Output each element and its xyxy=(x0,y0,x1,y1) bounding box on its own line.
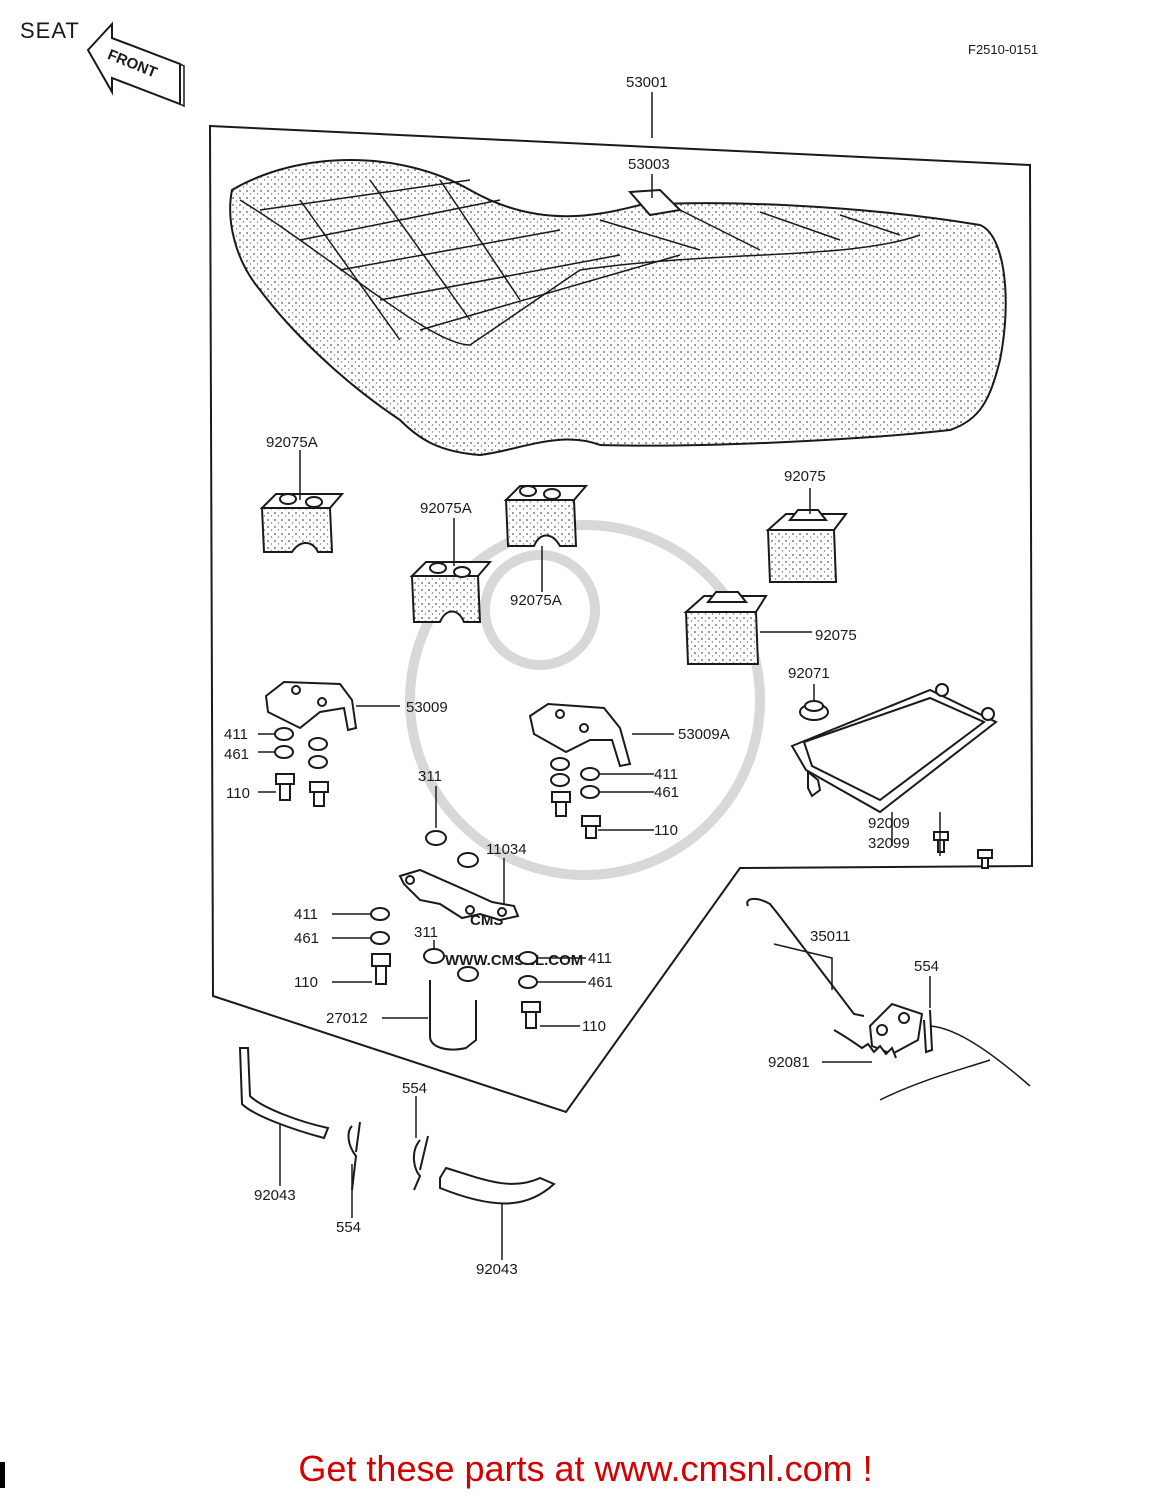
callout-110-lower-right: 110 xyxy=(582,1018,606,1035)
callout-411-mid: 411 xyxy=(654,766,678,783)
rod-lower xyxy=(439,1166,556,1205)
hardware-lower xyxy=(370,907,541,1029)
bracket-lower xyxy=(398,868,520,922)
pin-lower-mid xyxy=(413,1135,429,1191)
callout-110-lower-left: 110 xyxy=(294,974,318,991)
leader-lines xyxy=(258,92,941,1260)
watermark: CMS WWW.CMSNL.COM xyxy=(405,520,765,969)
hardware-left xyxy=(274,727,329,807)
corner-mark xyxy=(0,1462,5,1488)
rod-left xyxy=(238,1047,330,1140)
callout-411-lower-right: 411 xyxy=(588,950,612,967)
seat-assembly xyxy=(229,159,1007,457)
callout-461-mid: 461 xyxy=(654,784,679,801)
callout-92009: 92009 xyxy=(868,815,910,832)
callout-461-lower-left: 461 xyxy=(294,930,319,947)
spring xyxy=(833,1029,897,1059)
diagram-title: SEAT xyxy=(20,18,80,43)
callout-92075a-mid-lower: 92075A xyxy=(420,500,472,517)
callout-92075-lower: 92075 xyxy=(815,627,857,644)
callout-92071: 92071 xyxy=(788,665,830,682)
callout-92075a-mid-upper: 92075A xyxy=(510,592,562,609)
bracket-left xyxy=(264,680,358,732)
damper-a-mid-upper xyxy=(503,485,589,547)
callout-53009a: 53009A xyxy=(678,726,730,743)
hinge-rod xyxy=(746,898,865,1017)
cmsnl-parts-link[interactable]: Get these parts at www.cmsnl.com ! xyxy=(298,1448,873,1489)
callout-35011: 35011 xyxy=(810,928,851,945)
front-arrow-icon: FRONT xyxy=(86,21,185,108)
callout-53001: 53001 xyxy=(626,74,668,91)
callout-461-left: 461 xyxy=(224,746,249,763)
callout-92043-left: 92043 xyxy=(254,1187,296,1204)
callout-110-left: 110 xyxy=(226,785,250,802)
pin-lower-left xyxy=(347,1121,361,1191)
u-bolt xyxy=(429,980,477,1051)
callout-311-upper: 311 xyxy=(418,768,442,785)
bracket-mid xyxy=(528,702,632,768)
callout-53003: 53003 xyxy=(628,156,670,173)
hinge-block xyxy=(868,1002,1031,1101)
grommet xyxy=(799,700,829,721)
damper-right-upper xyxy=(765,509,848,583)
callout-11034: 11034 xyxy=(486,841,527,858)
damper-right-lower xyxy=(683,591,768,665)
callout-554-lower-mid: 554 xyxy=(402,1080,427,1097)
callout-27012: 27012 xyxy=(326,1010,368,1027)
callout-110-mid: 110 xyxy=(654,822,678,839)
callout-311-lower: 311 xyxy=(414,924,438,941)
callout-92043-lower: 92043 xyxy=(476,1261,518,1278)
figure-code: F2510-0151 xyxy=(968,42,1039,57)
callout-554-lower-left: 554 xyxy=(336,1219,361,1236)
assembly-frame xyxy=(208,124,1034,1114)
callout-554-right: 554 xyxy=(914,958,939,975)
hardware-mid xyxy=(425,757,601,868)
callout-411-lower-left: 411 xyxy=(294,906,318,923)
callout-92075a-left: 92075A xyxy=(266,434,318,451)
callout-461-lower-right: 461 xyxy=(588,974,613,991)
damper-a-mid-lower xyxy=(409,561,493,623)
tray xyxy=(790,683,998,814)
callout-92081: 92081 xyxy=(768,1054,810,1071)
callout-92075-upper: 92075 xyxy=(784,468,826,485)
callout-411-left: 411 xyxy=(224,726,248,743)
pin-right xyxy=(923,1009,934,1054)
callout-labels: 53001 53003 92075A 92075A 92075A 92075 9… xyxy=(224,74,939,1278)
screws xyxy=(933,831,993,869)
damper-a-left xyxy=(259,493,345,553)
watermark-url-text: WWW.CMSNL.COM xyxy=(445,952,583,969)
callout-32099: 32099 xyxy=(868,835,910,852)
callout-53009: 53009 xyxy=(406,699,448,716)
